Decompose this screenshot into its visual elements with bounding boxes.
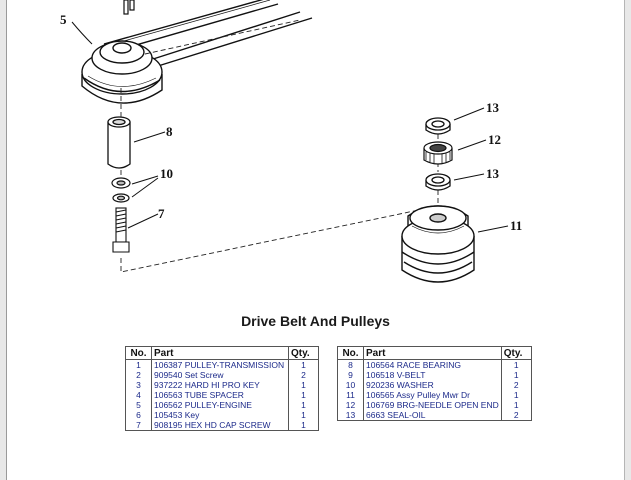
hex-cap-screw [112,207,130,253]
callout-10: 10 [160,166,173,181]
part-number-cell: 12 [337,400,364,410]
part-name-cell: 106387 PULLEY-TRANSMISSION [151,359,289,370]
quantity-cell: 1 [500,400,532,410]
tube-spacer [107,116,131,169]
quantity-cell: 2 [500,380,532,390]
part-name-cell: 920236 WASHER [363,380,502,390]
race-bearing-top [425,117,451,135]
part-name-cell: 106562 PULLEY-ENGINE [151,400,289,410]
quantity-cell: 1 [500,359,532,370]
part-name-cell: 106564 RACE BEARING [363,359,502,370]
part-name-cell: 106518 V-BELT [363,370,502,380]
header-part: Part [363,346,502,360]
part-number-cell: 3 [125,380,152,390]
part-number-cell: 2 [125,370,152,380]
part-name-cell: 106565 Assy Pulley Mwr Dr [363,390,502,400]
shaft-tops [123,0,135,15]
part-number-cell: 6 [125,410,152,420]
callout-5: 5 [60,12,67,27]
quantity-cell: 1 [500,370,532,380]
needle-bearing [423,141,453,165]
callout-12: 12 [488,132,501,147]
page-right-border [624,0,631,480]
part-number-cell: 1 [125,359,152,370]
quantity-cell: 1 [288,400,319,410]
leader-lines [71,21,509,233]
part-number-cell: 5 [125,400,152,410]
callout-labels: 5 8 10 7 13 12 13 11 [60,12,522,233]
part-name-cell: 106769 BRG-NEEDLE OPEN END [363,400,502,410]
page-title: Drive Belt And Pulleys [241,313,390,329]
quantity-cell: 1 [288,410,319,420]
race-bearing-bottom [425,173,451,191]
header-no: No. [125,346,152,360]
part-name-cell: 105453 Key [151,410,289,420]
part-name-cell: 937222 HARD HI PRO KEY [151,380,289,390]
washers [111,177,131,203]
quantity-cell: 1 [288,390,319,400]
header-qty: Qty. [500,346,532,360]
part-number-cell: 11 [337,390,364,400]
quantity-cell: 2 [288,370,319,380]
part-number-cell: 9 [337,370,364,380]
header-qty: Qty. [288,346,319,360]
part-number-cell: 8 [337,359,364,370]
part-number-cell: 7 [125,420,152,431]
table-header-row: No. Part Qty. [337,346,532,360]
engine-pulley [81,40,163,104]
header-no: No. [337,346,364,360]
callout-7: 7 [158,206,165,221]
callout-13-bottom: 13 [486,166,500,181]
header-part: Part [151,346,289,360]
part-name-cell: 6663 SEAL-OIL [363,410,502,421]
page-left-border [0,0,7,480]
quantity-cell: 1 [288,359,319,370]
quantity-cell: 1 [288,380,319,390]
part-number-cell: 13 [337,410,364,421]
callout-8: 8 [166,124,173,139]
exploded-parts-diagram: 5 8 10 7 13 12 13 11 [60,0,522,283]
quantity-cell: 1 [288,420,319,431]
table-header-row: No. Part Qty. [125,346,319,360]
callout-11: 11 [510,218,522,233]
callout-13-top: 13 [486,100,500,115]
mower-drive-pulley [401,205,475,283]
part-number-cell: 10 [337,380,364,390]
part-number-cell: 4 [125,390,152,400]
part-name-cell: 909540 Set Screw [151,370,289,380]
center-lines [120,19,439,273]
part-name-cell: 908195 HEX HD CAP SCREW [151,420,289,431]
part-name-cell: 106563 TUBE SPACER [151,390,289,400]
quantity-cell: 1 [500,390,532,400]
quantity-cell: 2 [500,410,532,421]
